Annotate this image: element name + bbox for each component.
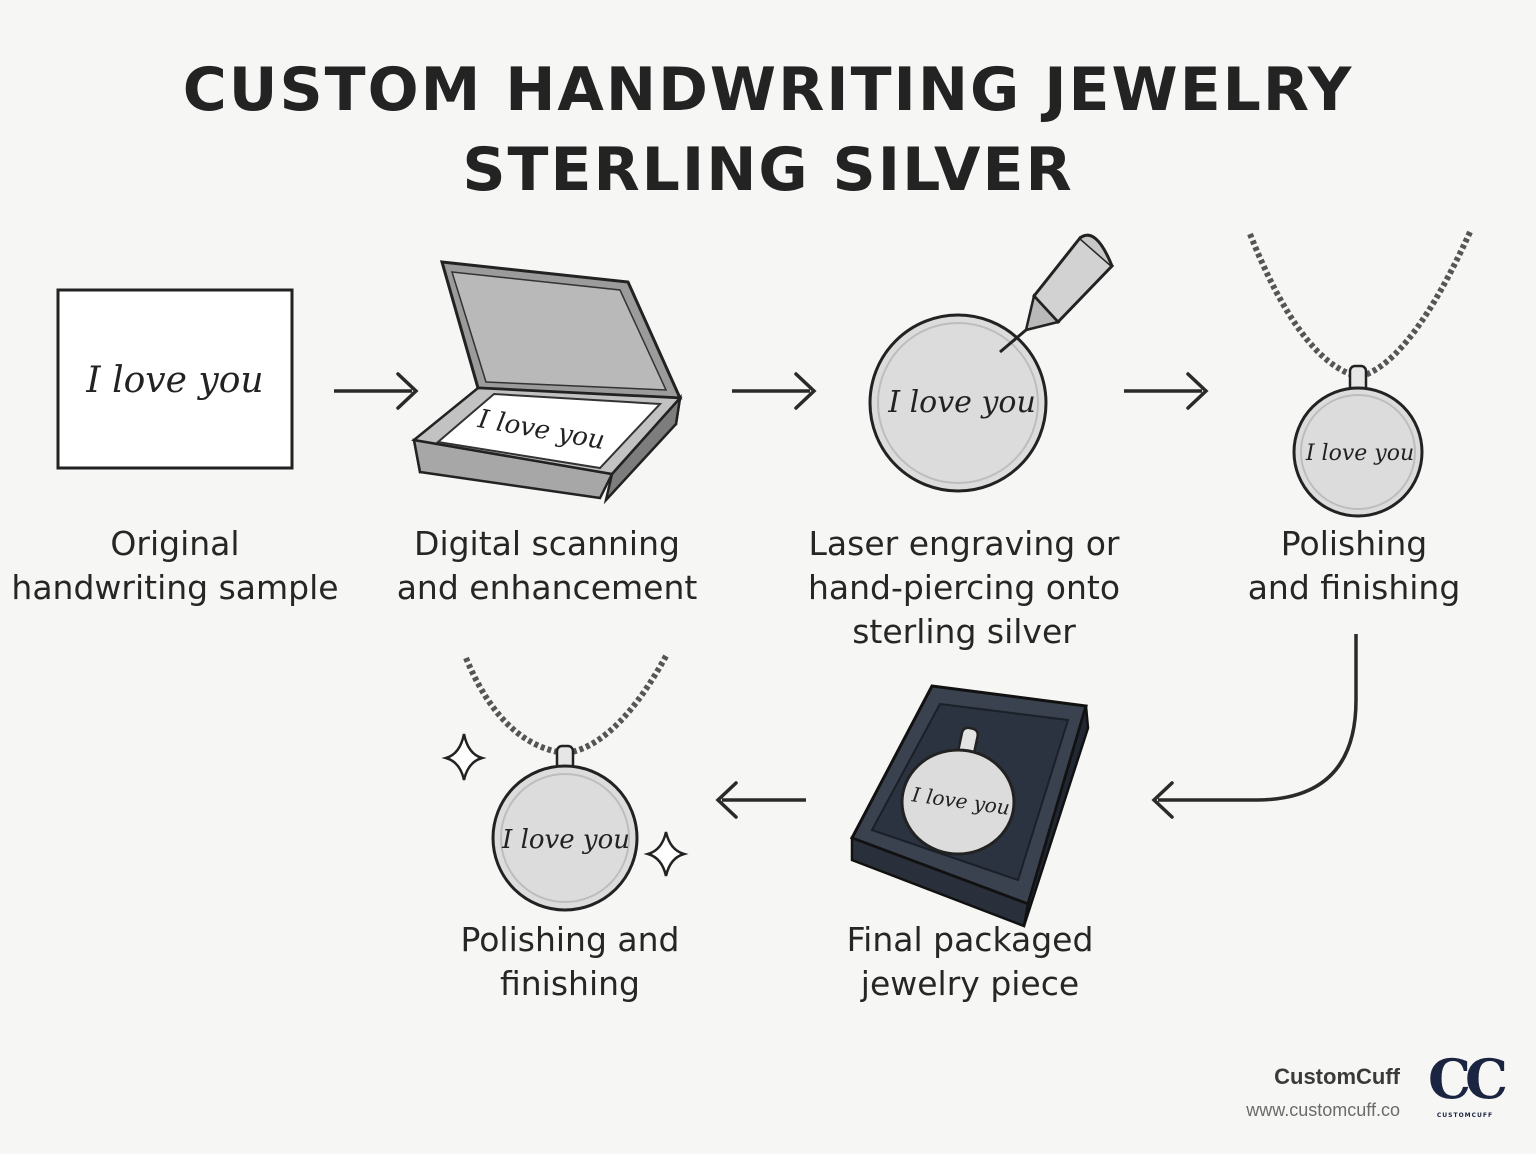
step-1-caption-line-1: Original bbox=[110, 524, 240, 563]
step-3-caption-line-1: Laser engraving or bbox=[808, 524, 1120, 563]
jewelry-box-icon: I love you bbox=[849, 684, 1090, 928]
step-6-caption-line-1: Polishing and bbox=[460, 920, 680, 959]
step-1-caption: Original handwriting sample bbox=[0, 522, 350, 610]
page-title-line-2: STERLING SILVER bbox=[462, 135, 1074, 205]
arrow-right-3 bbox=[1124, 372, 1209, 410]
step-3-caption-line-3: sterling silver bbox=[852, 612, 1076, 651]
arrow-right-2 bbox=[732, 372, 817, 410]
step-6-caption: Polishing and finishing bbox=[420, 918, 720, 1006]
step-5-caption-line-1: Final packaged bbox=[846, 920, 1094, 959]
step-1-caption-line-2: handwriting sample bbox=[11, 568, 339, 607]
step-4-caption: Polishing and finishing bbox=[1204, 522, 1504, 610]
laser-tool-icon bbox=[999, 233, 1115, 354]
step-4-caption-line-2: and finishing bbox=[1247, 568, 1461, 607]
pendant-necklace-icon: I love you bbox=[1247, 230, 1473, 518]
step-2-caption-line-1: Digital scanning bbox=[414, 524, 680, 563]
brand-url[interactable]: www.customcuff.co bbox=[1246, 1100, 1400, 1120]
pendant-script-text: I love you bbox=[1305, 441, 1414, 466]
arrow-curved-down-left bbox=[1151, 634, 1358, 819]
arrow-right-1 bbox=[334, 372, 419, 410]
step-4-caption-line-1: Polishing bbox=[1280, 524, 1428, 563]
engraving-disc-icon: I love you bbox=[868, 313, 1048, 493]
scanner-icon: I love you bbox=[411, 260, 683, 505]
paper-script-text: I love you bbox=[85, 360, 263, 401]
arrow-left bbox=[715, 781, 806, 819]
sparkle-icon-left bbox=[441, 733, 487, 781]
step-2-caption: Digital scanning and enhancement bbox=[382, 522, 712, 610]
sparkle-pendant-script-text: I love you bbox=[501, 825, 630, 855]
disc-script-text: I love you bbox=[887, 385, 1036, 420]
step-3-caption-line-2: hand-piercing onto bbox=[807, 568, 1121, 607]
step-5-caption: Final packaged jewelry piece bbox=[820, 918, 1120, 1006]
brand-logo-icon: CC bbox=[1428, 1047, 1508, 1111]
brand-logo-text: CUSTOMCUFF bbox=[1436, 1112, 1494, 1119]
step-5-caption-line-2: jewelry piece bbox=[860, 964, 1080, 1003]
page-title-line-1: CUSTOM HANDWRITING JEWELRY bbox=[182, 55, 1354, 125]
step-3-caption: Laser engraving or hand-piercing onto st… bbox=[784, 522, 1144, 654]
brand-name: CustomCuff bbox=[1274, 1064, 1400, 1089]
handwriting-paper-icon: I love you bbox=[56, 288, 294, 470]
step-6-caption-line-2: finishing bbox=[499, 964, 640, 1003]
sparkling-pendant-icon: I love you bbox=[463, 654, 669, 912]
sparkle-icon-right bbox=[643, 831, 689, 877]
step-2-caption-line-2: and enhancement bbox=[396, 568, 698, 607]
